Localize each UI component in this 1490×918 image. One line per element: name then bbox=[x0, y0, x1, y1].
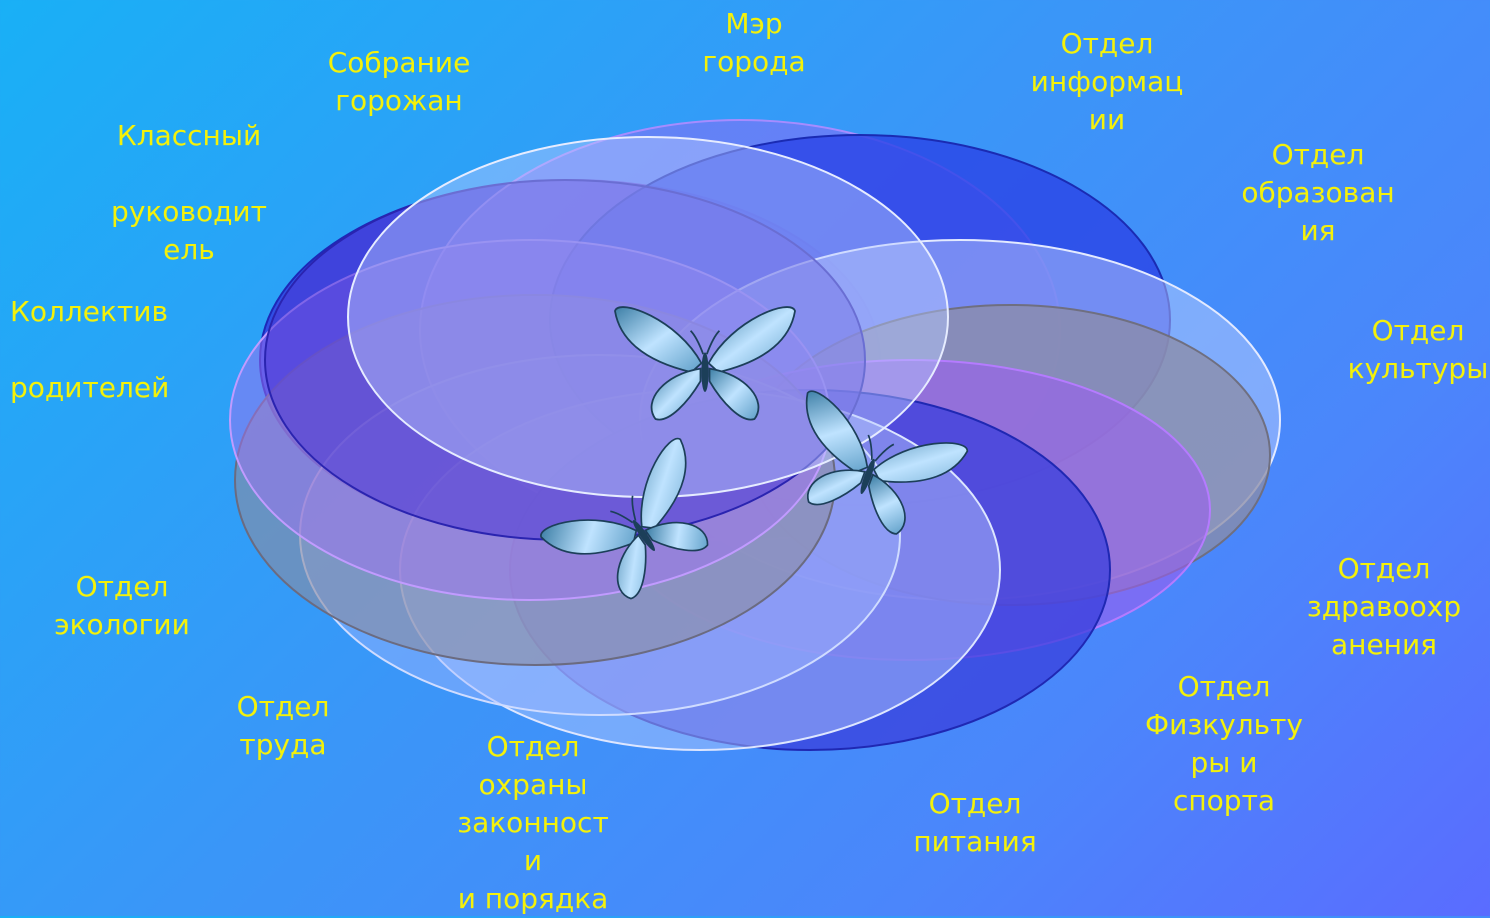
label-sports-dept: Отдел Физкульту ры и спорта bbox=[1145, 668, 1303, 820]
label-mayor: Мэр города bbox=[702, 5, 805, 81]
label-parents-collective: Коллектив родителей bbox=[10, 293, 169, 407]
ring-layer bbox=[230, 120, 1280, 750]
label-culture-dept: Отдел культуры bbox=[1348, 312, 1489, 388]
label-ecology-dept: Отдел экологии bbox=[54, 568, 190, 644]
label-health-dept: Отдел здравоохр анения bbox=[1307, 550, 1461, 664]
label-law-order-dept: Отдел охраны законност и и порядка bbox=[457, 728, 609, 918]
label-nutrition-dept: Отдел питания bbox=[913, 785, 1036, 861]
label-labor-dept: Отдел труда bbox=[237, 688, 330, 764]
label-education-dept: Отдел образован ия bbox=[1241, 136, 1394, 250]
label-class-teacher: Классный руководит ель bbox=[111, 117, 267, 269]
label-information-dept: Отдел информац ии bbox=[1031, 25, 1184, 139]
label-citizens-assembly: Собрание горожан bbox=[328, 44, 471, 120]
